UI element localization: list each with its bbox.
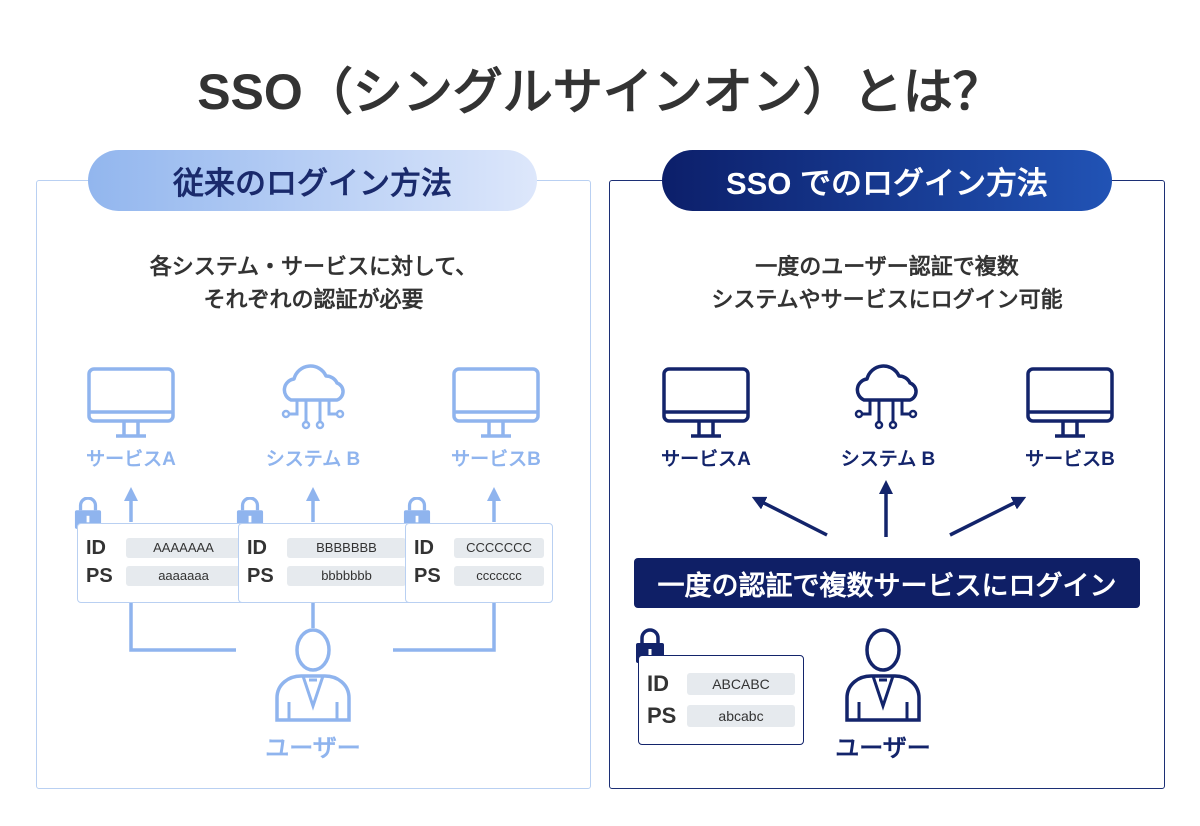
ps-label: PS xyxy=(86,564,113,587)
id-value: BBBBBBB xyxy=(287,538,406,558)
traditional-login-header: 従来のログイン方法 xyxy=(88,150,537,211)
id-value: ABCABC xyxy=(687,673,795,695)
service-b-label: サービスB xyxy=(1025,449,1115,470)
service-b-label: サービスB xyxy=(451,449,541,470)
ps-value: abcabc xyxy=(687,705,795,727)
ps-label: PS xyxy=(647,703,677,728)
monitor-icon xyxy=(1025,366,1115,440)
monitor-icon xyxy=(661,366,751,440)
sso-description: 一度のユーザー認証で複数システムやサービスにログイン可能 xyxy=(609,250,1165,316)
user-icon xyxy=(273,628,353,724)
service-a-label: サービスA xyxy=(86,449,176,470)
ps-value: aaaaaaa xyxy=(126,566,241,586)
arrow-service-b xyxy=(949,496,1027,537)
arrow-service-a xyxy=(751,496,828,537)
credential-card: ID BBBBBBB PS bbbbbbb xyxy=(238,523,415,603)
desc-line: それぞれの認証が必要 xyxy=(203,287,424,312)
desc-line: 一度のユーザー認証で複数 xyxy=(755,254,1019,279)
id-label: ID xyxy=(86,536,106,559)
page-title: SSO（シングルサインオン）とは？ xyxy=(197,64,1003,120)
system-b-label: システム B xyxy=(265,449,361,470)
credential-card: ID CCCCCCC PS ccccccc xyxy=(405,523,553,603)
user-label: ユーザー xyxy=(835,735,931,762)
ps-value: bbbbbbb xyxy=(287,566,406,586)
user-icon xyxy=(843,628,923,724)
service-a-label: サービスA xyxy=(661,449,751,470)
id-value: AAAAAAA xyxy=(126,538,241,558)
system-b-label: システム B xyxy=(840,449,936,470)
id-label: ID xyxy=(647,671,669,696)
user-label: ユーザー xyxy=(265,735,361,762)
id-value: CCCCCCC xyxy=(454,538,544,558)
sso-banner: 一度の認証で複数サービスにログイン xyxy=(634,558,1140,608)
cloud-icon xyxy=(848,360,924,436)
id-label: ID xyxy=(414,536,434,559)
traditional-description: 各システム・サービスに対して、それぞれの認証が必要 xyxy=(36,250,591,316)
sso-login-header: SSO でのログイン方法 xyxy=(662,150,1112,211)
ps-label: PS xyxy=(247,564,274,587)
desc-line: 各システム・サービスに対して、 xyxy=(149,254,478,279)
credential-card: ID AAAAAAA PS aaaaaaa xyxy=(77,523,250,603)
connector-line xyxy=(129,603,236,652)
credential-card: ID ABCABC PS abcabc xyxy=(638,655,804,745)
ps-value: ccccccc xyxy=(454,566,544,586)
desc-line: システムやサービスにログイン可能 xyxy=(711,287,1063,312)
ps-label: PS xyxy=(414,564,441,587)
id-label: ID xyxy=(247,536,267,559)
connector-line xyxy=(393,603,496,652)
